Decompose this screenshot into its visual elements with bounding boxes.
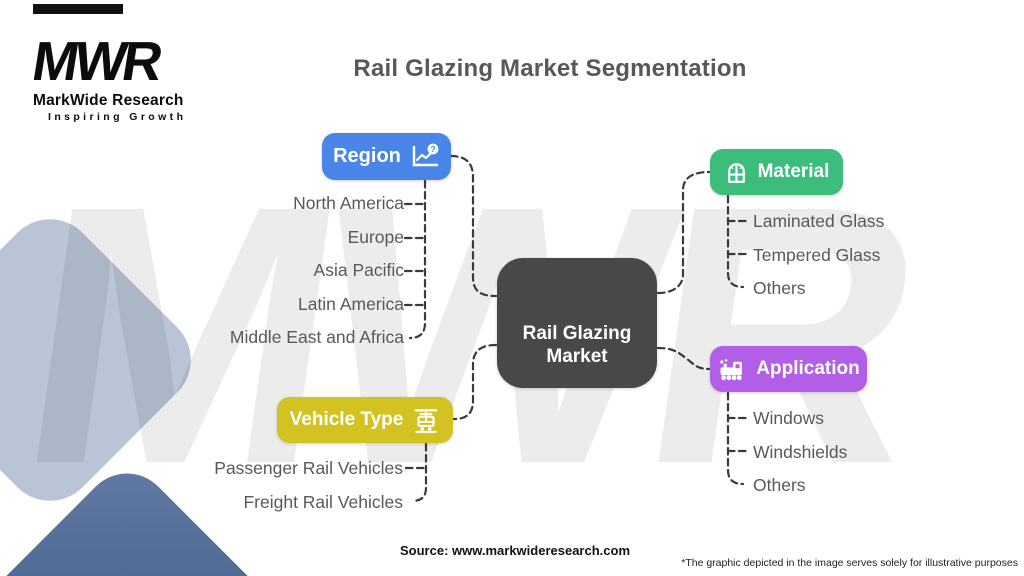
line-chart-question-icon: ? <box>410 143 440 170</box>
arched-window-icon <box>724 160 749 185</box>
material-node-label: Material <box>757 161 830 182</box>
application-node-label: Application <box>756 358 860 379</box>
region-item: Latin America <box>297 293 404 314</box>
region-node: Region ? <box>322 133 451 180</box>
decor-top-bar <box>33 4 123 14</box>
disclaimer-text: *The graphic depicted in the image serve… <box>681 557 1018 569</box>
vehicle-type-item-list: Passenger Rail Vehicles Freight Rail Veh… <box>214 458 403 512</box>
application-item-list: Windows Windshields Others <box>753 408 847 495</box>
vehicle-type-item: Freight Rail Vehicles <box>243 491 403 512</box>
center-node-label: Rail Glazing Market <box>522 323 632 367</box>
logo-acronym: MWR <box>28 30 164 92</box>
center-node: Rail Glazing Market <box>497 258 657 388</box>
vehicle-type-node: Vehicle Type <box>277 397 453 443</box>
svg-text:?: ? <box>430 144 435 154</box>
locomotive-icon <box>717 357 747 382</box>
region-item: Asia Pacific <box>313 260 404 280</box>
logo-tagline: Inspiring Growth <box>48 111 187 123</box>
logo: MWR MarkWide Research Inspiring Growth <box>28 30 187 123</box>
vehicle-type-node-label: Vehicle Type <box>289 409 404 430</box>
material-item: Laminated Glass <box>753 211 885 231</box>
application-item: Windows <box>753 408 824 428</box>
vehicle-type-item: Passenger Rail Vehicles <box>214 458 403 478</box>
region-item-list: North America Europe Asia Pacific Latin … <box>230 193 404 347</box>
application-item: Windshields <box>753 441 848 462</box>
material-node: Material <box>710 149 843 195</box>
region-item: North America <box>293 193 404 213</box>
application-item: Others <box>753 475 806 495</box>
application-node: Application <box>710 346 867 392</box>
logo-name: MarkWide Research <box>33 92 184 109</box>
region-item: Europe <box>347 226 404 247</box>
region-node-label: Region <box>333 145 401 167</box>
material-item: Tempered Glass <box>753 244 881 265</box>
material-item: Others <box>753 278 806 298</box>
tram-icon <box>412 407 440 433</box>
region-item: Middle East and Africa <box>229 327 404 347</box>
page-title: Rail Glazing Market Segmentation <box>353 55 747 82</box>
source-text: Source: www.markwideresearch.com <box>400 543 631 558</box>
material-item-list: Laminated Glass Tempered Glass Others <box>753 211 884 298</box>
